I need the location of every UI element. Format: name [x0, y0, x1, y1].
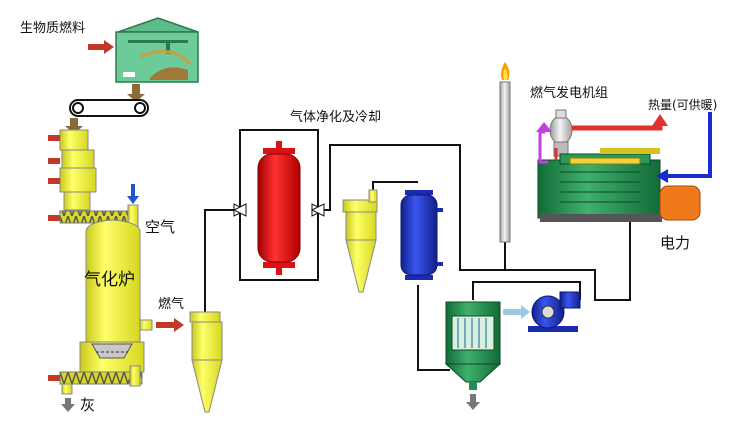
label-air: 空气 — [145, 218, 176, 236]
feed-down-arrow — [127, 84, 145, 102]
gas-generator-set — [537, 109, 701, 222]
label-power: 电力 — [660, 234, 691, 252]
exhaust-line — [536, 122, 552, 164]
label-purification: 气体净化及冷却 — [290, 110, 382, 125]
exhaust-stack — [499, 62, 511, 243]
label-genset: 燃气发电机组 — [530, 86, 609, 101]
gasifier — [48, 129, 153, 395]
conveyor-belt — [69, 99, 149, 117]
label-biomass-fuel: 生物质燃料 — [20, 21, 86, 36]
valve-left — [232, 203, 248, 217]
valve-right — [310, 203, 326, 217]
biomass-arrow — [88, 40, 114, 54]
bag-filter — [444, 301, 502, 390]
label-fuel-gas: 燃气 — [158, 297, 185, 312]
label-gasifier: 气化炉 — [84, 270, 135, 290]
cyclone-separator-1 — [189, 311, 223, 413]
cyclone-separator-2 — [342, 189, 378, 293]
filter-discharge-arrow — [466, 394, 480, 410]
gas-purifier-red — [257, 141, 301, 275]
biomass-hopper — [115, 17, 199, 83]
air-arrow — [127, 184, 139, 204]
gas-cooler-blue — [400, 190, 443, 280]
cold-return-line — [656, 112, 712, 183]
ash-arrow — [61, 398, 75, 412]
heat-output-line — [554, 114, 668, 160]
coolant-line — [600, 148, 660, 154]
label-heat: 热量(可供暖) — [648, 98, 718, 112]
blower-inlet-arrow — [503, 305, 530, 319]
fuel-gas-arrow — [156, 318, 184, 332]
gas-blower — [528, 291, 581, 332]
label-ash: 灰 — [80, 396, 96, 414]
pipe-network — [204, 129, 631, 371]
